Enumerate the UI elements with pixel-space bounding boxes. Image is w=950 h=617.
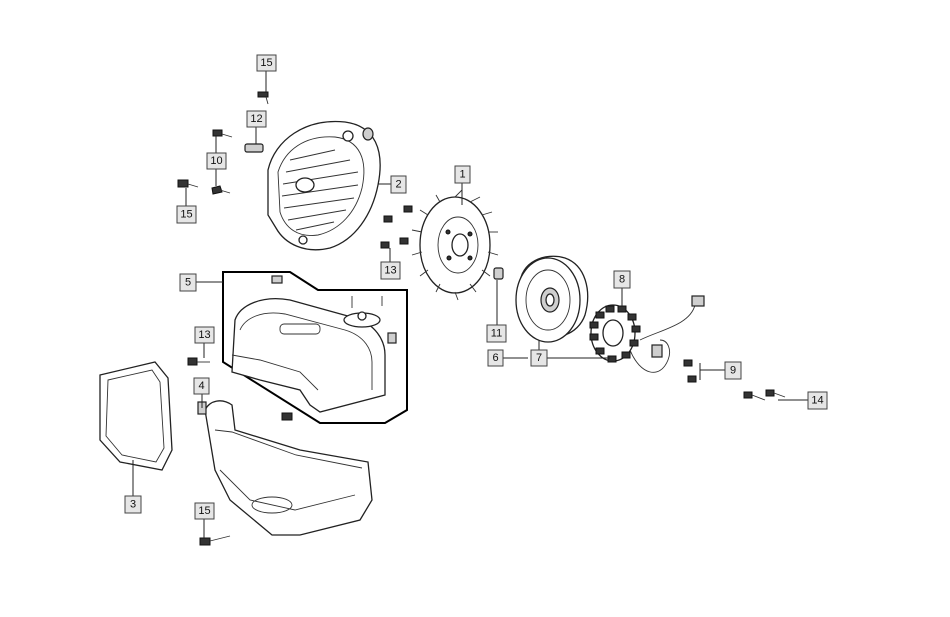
callout-15-bottom: 15 (194, 502, 215, 520)
callout-5-label: 5 (185, 277, 191, 289)
callout-5: 5 (179, 273, 197, 292)
fan-cover-part (267, 120, 381, 251)
callout-1: 1 (454, 165, 471, 184)
callout-10-label: 10 (210, 155, 222, 167)
callout-13-upper-label: 13 (384, 265, 396, 277)
cooling-fan-part (411, 189, 499, 301)
callout-12-label: 12 (250, 113, 262, 125)
callout-3: 3 (124, 495, 142, 514)
flywheel-rotor-part (515, 255, 589, 343)
callout-10: 10 (206, 152, 227, 170)
callout-2-label: 2 (395, 179, 401, 191)
leader-lines (132, 71, 808, 538)
callout-4: 4 (193, 377, 210, 395)
callout-15-bottom-label: 15 (198, 505, 210, 517)
stator-part (589, 295, 705, 373)
callout-7: 7 (530, 349, 548, 367)
callout-3-label: 3 (130, 499, 136, 511)
callout-13-lower-label: 13 (198, 329, 210, 341)
callout-9: 9 (724, 361, 742, 380)
callout-6-label: 6 (492, 352, 498, 364)
callout-15-left: 15 (176, 205, 197, 224)
gasket-part (99, 361, 173, 471)
callout-4-label: 4 (198, 380, 204, 392)
callout-8-label: 8 (619, 274, 625, 286)
callout-1-label: 1 (459, 169, 465, 181)
callout-13-lower: 13 (194, 326, 215, 344)
callout-7-label: 7 (536, 352, 542, 364)
callout-14-label: 14 (811, 395, 823, 407)
callout-8: 8 (613, 270, 631, 289)
callout-15-top-label: 15 (260, 57, 272, 69)
fasteners (177, 91, 786, 546)
nut-part (493, 267, 504, 280)
shroud-part (222, 271, 408, 424)
callout-11-label: 11 (491, 328, 502, 340)
callout-15-left-label: 15 (180, 209, 192, 221)
callout-11: 11 (486, 324, 507, 343)
callout-2: 2 (390, 175, 407, 194)
callout-13-upper: 13 (380, 261, 401, 280)
callout-6: 6 (487, 349, 504, 367)
callout-12: 12 (246, 110, 267, 128)
callout-15-top: 15 (256, 54, 277, 72)
callout-14: 14 (807, 391, 828, 410)
callout-9-label: 9 (730, 365, 736, 377)
